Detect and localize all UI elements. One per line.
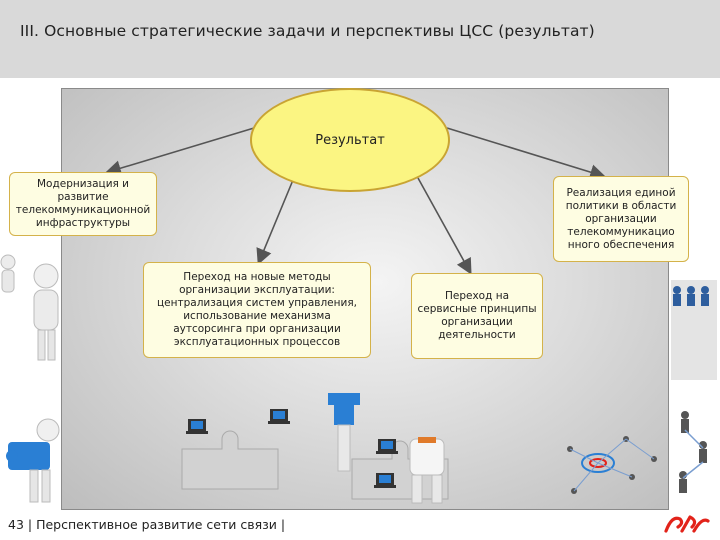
box-top-right-text: Реализация единой политики в области орг… — [565, 186, 677, 251]
result-label: Результат — [315, 132, 385, 148]
rzd-logo-icon — [664, 515, 710, 533]
box-top-left-text: Модернизация и развитие телекоммуникацио… — [15, 178, 151, 229]
header-bar: III. Основные стратегические задачи и пе… — [0, 0, 720, 78]
figure-left-icon — [0, 254, 59, 361]
people-network-icon — [671, 280, 717, 493]
box-middle-left: Переход на новые методы организации эксп… — [143, 262, 371, 358]
box-middle-left-text: Переход на новые методы организации эксп… — [157, 271, 357, 348]
footer-text: 43 | Перспективное развитие сети связи | — [8, 517, 286, 532]
target-network-icon — [567, 436, 657, 494]
laptop-icon — [181, 393, 449, 500]
box-top-right: Реализация единой политики в области орг… — [553, 176, 689, 262]
box-middle-right: Переход на сервисные принципы организаци… — [411, 273, 543, 359]
puzzle-figure-icon — [6, 418, 60, 503]
person-figure-icon — [409, 437, 445, 504]
result-ellipse: Результат — [250, 88, 450, 192]
box-middle-right-text: Переход на сервисные принципы организаци… — [417, 290, 537, 341]
box-top-left: Модернизация и развитие телекоммуникацио… — [9, 172, 157, 236]
page-title: III. Основные стратегические задачи и пе… — [20, 22, 595, 40]
